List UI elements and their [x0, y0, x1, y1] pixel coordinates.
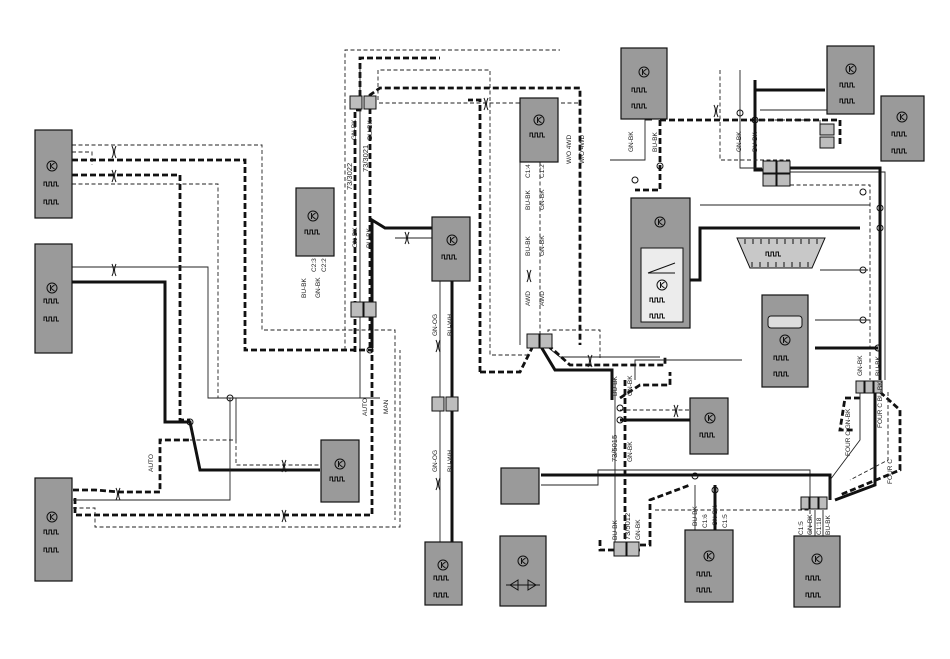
pin-label-c1-5: C1:5	[798, 521, 805, 535]
module-sensor-6	[431, 216, 471, 282]
wire-label-gn-bk: GN-BK	[635, 519, 642, 540]
module-sensor-14	[880, 95, 925, 162]
wire-label-awd: AWD	[539, 291, 546, 306]
splice-nodes	[186, 109, 884, 494]
module-sensor-4	[295, 187, 335, 257]
pin-label-c1-5: C1:5	[722, 514, 729, 528]
pin-label-c2-3: C2:3	[311, 258, 318, 272]
module-sensor-9	[689, 397, 729, 455]
wire-label-four-c: FOUR C	[887, 459, 894, 484]
wire-label-bu-bk: BU-BK	[752, 131, 759, 152]
connector-label-73-5012: 73/5012	[623, 513, 632, 540]
wire-label-gn-bk: GN-BK	[628, 131, 635, 152]
twisted-pair-markers	[111, 97, 719, 523]
module-sensor-10	[684, 529, 734, 603]
wire-label-auto: AUTO	[148, 454, 155, 472]
wire-label-four-c-gn-bk: FOUR C GN-BK	[845, 408, 852, 456]
pin-label-c1-6: C1:6	[702, 514, 709, 528]
wire-label-bu-wh: BU-WH	[447, 314, 454, 336]
wire-label-gn-bk: GN-BK	[627, 375, 634, 396]
pin-label-c1-18: C1:18	[816, 517, 823, 535]
module-plain	[500, 467, 540, 505]
wire-label-gn-bk: GN-BK	[712, 505, 719, 526]
module-sensor-13	[826, 45, 875, 115]
wire-label-four-c-bu-bk: FOUR C BU-BK	[877, 381, 884, 428]
labels: 73/3022 73/3021 73/5015 73/5012 GN-BK BU…	[148, 119, 894, 540]
module-sensor-2	[34, 243, 73, 354]
wire-label-gn-og: GN-OG	[432, 314, 439, 336]
wire-label-bu-bk: BU-BK	[692, 505, 699, 526]
wire-label-wo-4wd: W/O 4WD	[566, 134, 573, 164]
wire-label-gn-bk: GN-BK	[351, 119, 358, 140]
connector-label-73-3022: 73/3022	[345, 163, 354, 190]
wire-label-bu-bk: BU-BK	[301, 277, 308, 298]
module-sensor-3	[34, 477, 73, 582]
wires	[72, 49, 902, 552]
module-control-unit	[630, 197, 691, 329]
module-sensor-8	[519, 97, 559, 163]
wire-label-gn-bk: GN-BK	[857, 355, 864, 376]
module-sensor-12	[620, 47, 668, 120]
wire-label-bu-bk: BU-BK	[612, 519, 619, 540]
wire-label-bu-bk: BU-BK	[875, 355, 882, 376]
wire-label-wo-4wd: W/O 4WD	[579, 134, 586, 164]
module-sensor-5	[320, 439, 360, 503]
connector-label-73-5015: 73/5015	[610, 435, 619, 462]
module-switch	[761, 294, 809, 388]
connector-label-73-3021: 73/3021	[361, 145, 370, 172]
module-sensor-11	[793, 535, 841, 608]
wire-label-gn-bk: GN-BK	[539, 235, 546, 256]
wire-label-bu-bk: BU-BK	[652, 131, 659, 152]
wire-label-gn-bk: GN-BK	[315, 277, 322, 298]
wire-label-bu-bk: BU-BK	[366, 227, 373, 248]
wire-label-bu-bk: BU-BK	[525, 235, 532, 256]
wire-label-gn-bk: GN-BK	[736, 131, 743, 152]
wire-label-gn-bk: GN-BK	[352, 227, 359, 248]
wire-label-man: MAN	[383, 399, 390, 414]
module-sensor-1	[34, 129, 73, 219]
wire-label-bu-bk: BU-BK	[525, 189, 532, 210]
wire-label-gn-og: GN-OG	[432, 450, 439, 472]
wire-label-gn-bk: GN-BK	[539, 189, 546, 210]
pin-label-c2-2: C2:2	[321, 258, 328, 272]
wire-label-bu-bk: BU-BK	[612, 375, 619, 396]
wire-label-awd: AWD	[525, 291, 532, 306]
wire-label-bu-bk: BU-BK	[367, 119, 374, 140]
wire-label-bu-wh: BU-WH	[447, 450, 454, 472]
wire-label-gn-bk: GN-BK	[807, 514, 814, 535]
pin-label-c1-4: C1:4	[525, 164, 532, 178]
module-sensor-7	[424, 541, 463, 606]
diagnostic-connector	[736, 237, 826, 269]
module-diode	[499, 535, 547, 607]
connector-blocks	[349, 95, 883, 557]
pin-label-c1-2: C1:2	[539, 164, 546, 178]
wire-label-gn-bk: GN-BK	[627, 441, 634, 462]
wire-label-auto: AUTO	[362, 398, 369, 416]
wire-label-bu-bk: BU-BK	[825, 514, 832, 535]
